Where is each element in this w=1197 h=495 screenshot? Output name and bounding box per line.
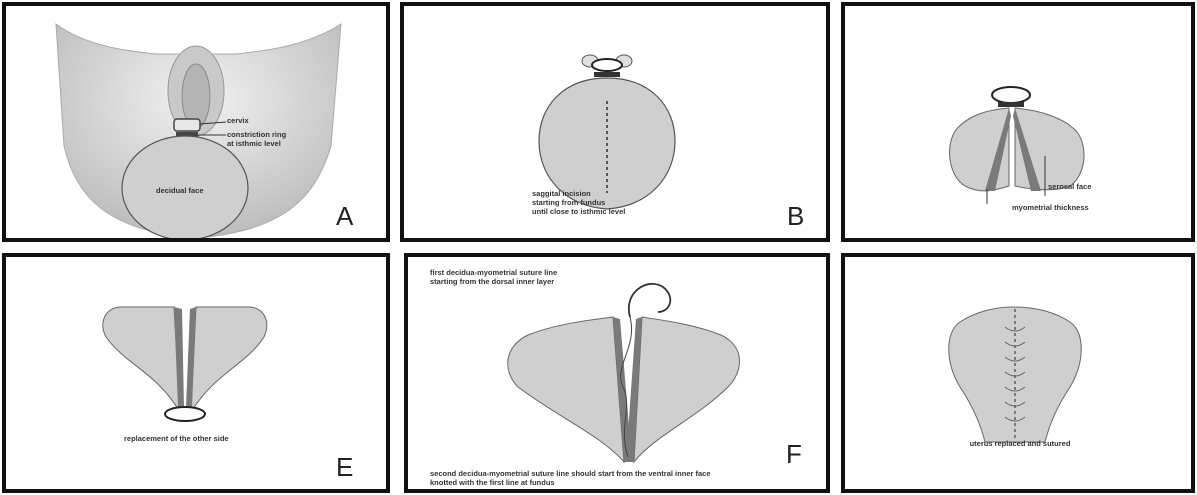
uterus-right — [191, 307, 267, 412]
myometrial-thickness-label: myometrial thickness — [1012, 203, 1089, 212]
panel-letter-a: A — [336, 201, 353, 232]
panel-b: saggital incision starting from fundus u… — [400, 2, 830, 242]
panel-f: first decidua-myometrial suture line sta… — [404, 253, 830, 493]
panel-e: replacement of the other side E — [2, 253, 390, 493]
decidual-face-label: decidual face — [156, 186, 204, 195]
uterus-right — [634, 317, 740, 462]
panel-letter-b: B — [787, 201, 804, 232]
panel-a: cervix constriction ring at isthmic leve… — [2, 2, 390, 242]
panel-g: uterus replaced and sutured — [841, 253, 1195, 493]
cervix-ring — [165, 407, 205, 421]
panel-letter-e: E — [336, 452, 353, 483]
constriction-band — [594, 72, 620, 77]
panel-a-illustration — [6, 6, 386, 238]
cervix-ring — [992, 87, 1030, 103]
first-suture-label: first decidua-myometrial suture line sta… — [430, 268, 557, 286]
serosal-face-label: serosal face — [1048, 182, 1091, 191]
panel-c: serosal face myometrial thickness — [841, 2, 1195, 242]
suture-needle — [629, 284, 671, 317]
uterus-left — [508, 317, 624, 462]
cervix-label: cervix — [227, 116, 249, 125]
cervix — [174, 119, 200, 131]
cervix-ring — [592, 59, 622, 71]
constriction-ring-label: constriction ring at isthmic level — [227, 130, 286, 148]
replacement-label: replacement of the other side — [124, 434, 229, 443]
panel-e-illustration — [6, 257, 386, 489]
second-suture-label: second decidua-myometrial suture line sh… — [430, 469, 711, 487]
replaced-label: uterus replaced and sutured — [945, 439, 1095, 448]
incision-label: saggital incision starting from fundus u… — [532, 189, 625, 216]
panel-f-illustration — [408, 257, 826, 489]
panel-letter-f: F — [786, 439, 802, 470]
constriction-band — [998, 102, 1024, 107]
panel-g-illustration — [845, 257, 1191, 489]
uterus-left — [103, 307, 180, 412]
